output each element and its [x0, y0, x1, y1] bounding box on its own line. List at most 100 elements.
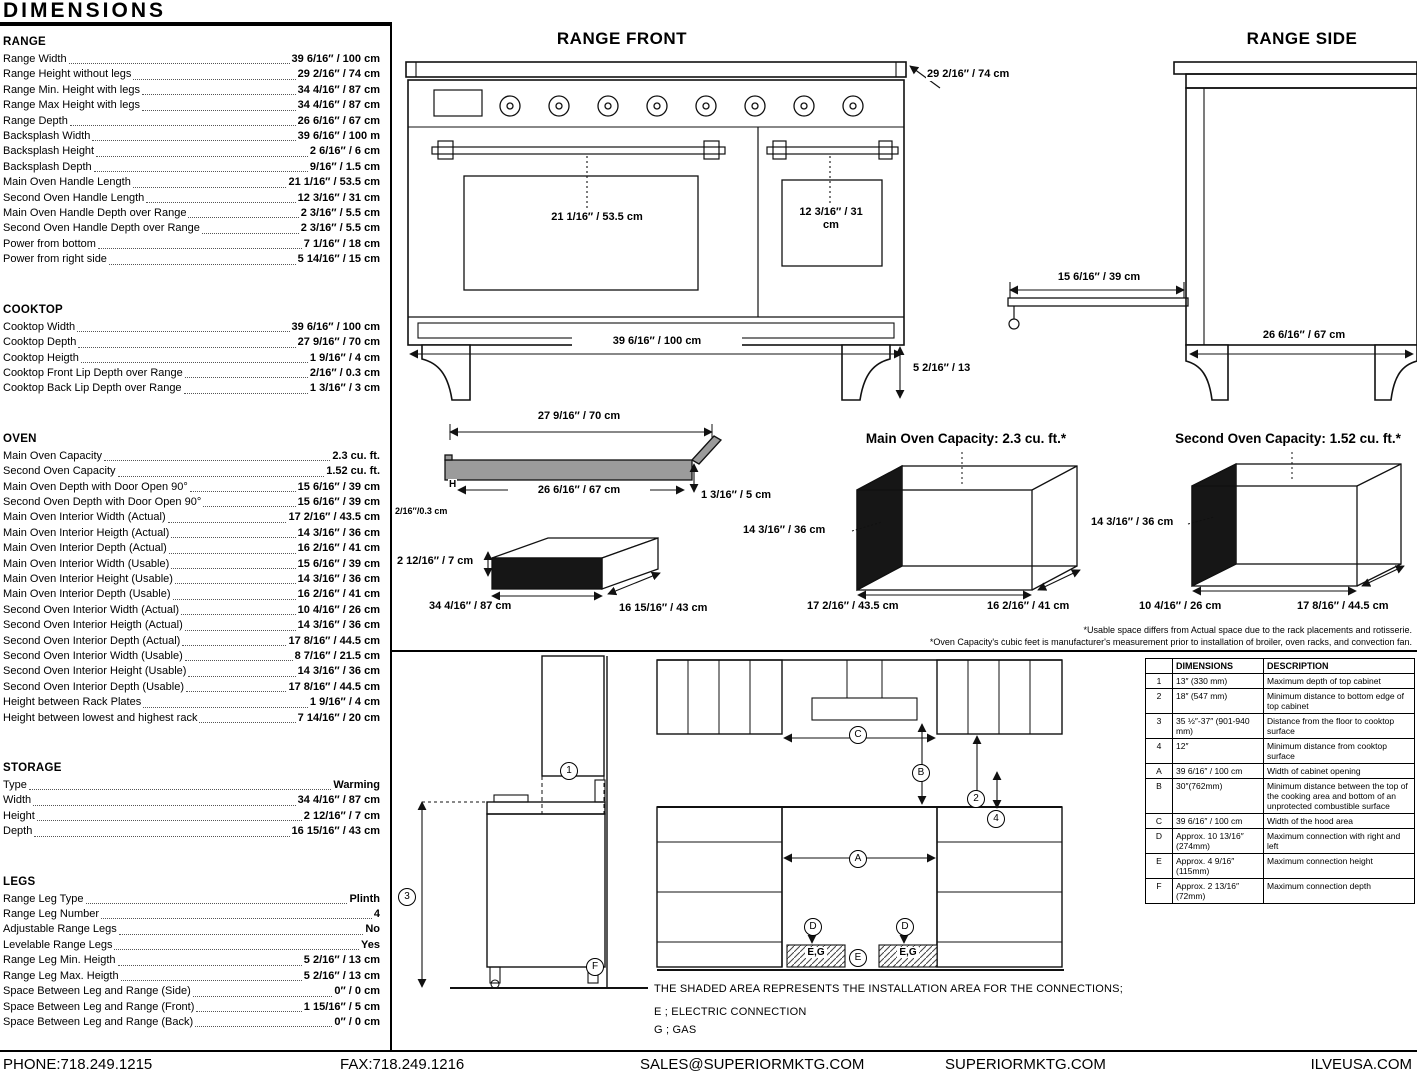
- dotted-leader: [143, 706, 308, 708]
- spec-value: 0″ / 0 cm: [334, 1015, 380, 1028]
- footer-ilve: ILVEUSA.COM: [1310, 1056, 1412, 1073]
- spec-label: Range Leg Max. Heigth: [3, 969, 119, 982]
- spec-value: 14 3/16″ / 36 cm: [297, 526, 380, 539]
- spec-label: Power from bottom: [3, 237, 96, 250]
- table-cell-description: Maximum connection depth: [1263, 878, 1415, 904]
- spec-label: Cooktop Heigth: [3, 351, 79, 364]
- installation-svg: [417, 655, 1064, 989]
- middle-divider: [392, 650, 1417, 652]
- second-oven-box: [1187, 452, 1405, 596]
- spec-value: 34 4/16″ / 87 cm: [297, 99, 380, 112]
- spec-row: Second Oven Interior Depth (Actual) 17 8/…: [3, 634, 380, 649]
- spec-value: 17 8/16″ / 44.5 cm: [288, 634, 380, 647]
- dotted-leader: [104, 460, 331, 462]
- cooktop-h-label: H: [448, 479, 458, 491]
- legend-gas: G ; GAS: [654, 1024, 697, 1036]
- spec-value: 34 4/16″ / 87 cm: [297, 83, 380, 96]
- dotted-leader: [182, 645, 287, 646]
- dim-main-oven-depth: 16 2/16″ / 41 cm: [986, 600, 1071, 613]
- table-cell-description: Maximum connection with right and left: [1263, 828, 1415, 854]
- range-side-dimensions: [1009, 282, 1414, 359]
- dim-cooktop-right: 1 3/16″ / 5 cm: [700, 489, 773, 502]
- dim-main-handle: 21 1/16″ / 53.5 cm: [540, 211, 654, 224]
- dotted-leader: [92, 140, 296, 142]
- section-heading: LEGS: [3, 875, 36, 888]
- spec-value: 8 7/16″ / 21.5 cm: [294, 650, 380, 662]
- spec-row: Main Oven Interior Width (Actual)17 2/16…: [3, 510, 380, 525]
- callout-2: 2: [967, 790, 985, 808]
- spec-row: Cooktop Heigth 1 9/16″ / 4 cm: [3, 351, 380, 366]
- table-cell-description: Distance from the floor to cooktop surfa…: [1263, 713, 1415, 739]
- dotted-leader: [36, 820, 302, 822]
- spec-label: Adjustable Range Legs: [3, 923, 117, 936]
- spec-label: Depth: [3, 825, 33, 838]
- spec-label: Space Between Leg and Range (Front): [3, 1000, 195, 1013]
- knobs: [499, 95, 864, 117]
- table-cell-description: Maximum depth of top cabinet: [1263, 673, 1415, 689]
- table-cell-description: Minimum distance to bottom edge of top c…: [1263, 688, 1415, 714]
- dotted-leader: [168, 552, 296, 554]
- dotted-leader: [118, 933, 364, 935]
- callout-f: F: [586, 958, 604, 976]
- spec-label: Width: [3, 794, 32, 807]
- dotted-leader: [203, 506, 296, 508]
- dotted-leader: [184, 377, 308, 379]
- range-front-title: RANGE FRONT: [556, 29, 688, 48]
- spec-value: Yes: [361, 938, 380, 951]
- dotted-leader: [167, 521, 287, 523]
- dotted-leader: [141, 94, 296, 96]
- spec-label: Main Oven Handle Length: [3, 176, 131, 189]
- spec-row: Space Between Leg and Range (Back)0″ / 0…: [3, 1015, 380, 1030]
- spec-value: 1 9/16″ / 4 cm: [309, 351, 380, 364]
- spec-row: Second Oven Interior Width (Usable)8 7/1…: [3, 649, 380, 664]
- page-title: DIMENSIONS: [3, 0, 167, 22]
- dotted-leader: [189, 490, 296, 492]
- table-cell-key: F: [1145, 878, 1173, 904]
- dotted-leader: [141, 109, 296, 111]
- footnote-capacity: *Oven Capacity's cubic feet is manufactu…: [928, 637, 1413, 648]
- spec-label: Height between lowest and highest rack: [3, 711, 198, 724]
- spec-value: 14 3/16″ / 36 cm: [297, 619, 380, 632]
- table-cell-dimension: 12″: [1172, 738, 1264, 764]
- spec-label: Second Oven Depth with Door Open 90°: [3, 495, 202, 508]
- spec-label: Second Oven Interior Depth (Usable): [3, 680, 184, 693]
- spec-label: Main Oven Capacity: [3, 449, 103, 462]
- main-oven-box: [851, 452, 1081, 600]
- table-cell-key: 3: [1145, 713, 1173, 739]
- dotted-leader: [77, 331, 290, 333]
- callout-3: 3: [398, 888, 416, 906]
- table-header-dimensions: DIMENSIONS: [1172, 658, 1264, 674]
- footnote-usable: *Usable space differs from Actual space …: [1082, 625, 1413, 636]
- installation-note: THE SHADED AREA REPRESENTS THE INSTALLAT…: [654, 983, 1123, 995]
- spec-label: Second Oven Interior Depth (Actual): [3, 634, 181, 647]
- shaded-label-right: E,G: [881, 947, 935, 958]
- spec-label: Height: [3, 809, 35, 822]
- spec-value: 10 4/16″ / 26 cm: [297, 603, 380, 616]
- callout-a: A: [849, 850, 867, 868]
- spec-value: 21 1/16″ / 53.5 cm: [288, 176, 380, 189]
- table-header-description: DESCRIPTION: [1263, 658, 1415, 674]
- dim-cooktop-top: 27 9/16″ / 70 cm: [508, 410, 650, 423]
- footer-email: SALES@SUPERIORMKTG.COM: [640, 1056, 865, 1073]
- dotted-leader: [172, 598, 296, 600]
- table-cell-description: Width of cabinet opening: [1263, 763, 1415, 779]
- main-oven-title: Main Oven Capacity: 2.3 cu. ft.*: [830, 431, 1102, 446]
- spec-label: Main Oven Interior Heigth (Actual): [3, 526, 170, 539]
- section-heading: OVEN: [3, 432, 37, 445]
- spec-label: Range Leg Number: [3, 908, 100, 921]
- spec-label: Backsplash Height: [3, 145, 95, 158]
- dim-side-handle: 15 6/16″ / 39 cm: [1034, 271, 1164, 284]
- callout-d-right: D: [896, 918, 914, 936]
